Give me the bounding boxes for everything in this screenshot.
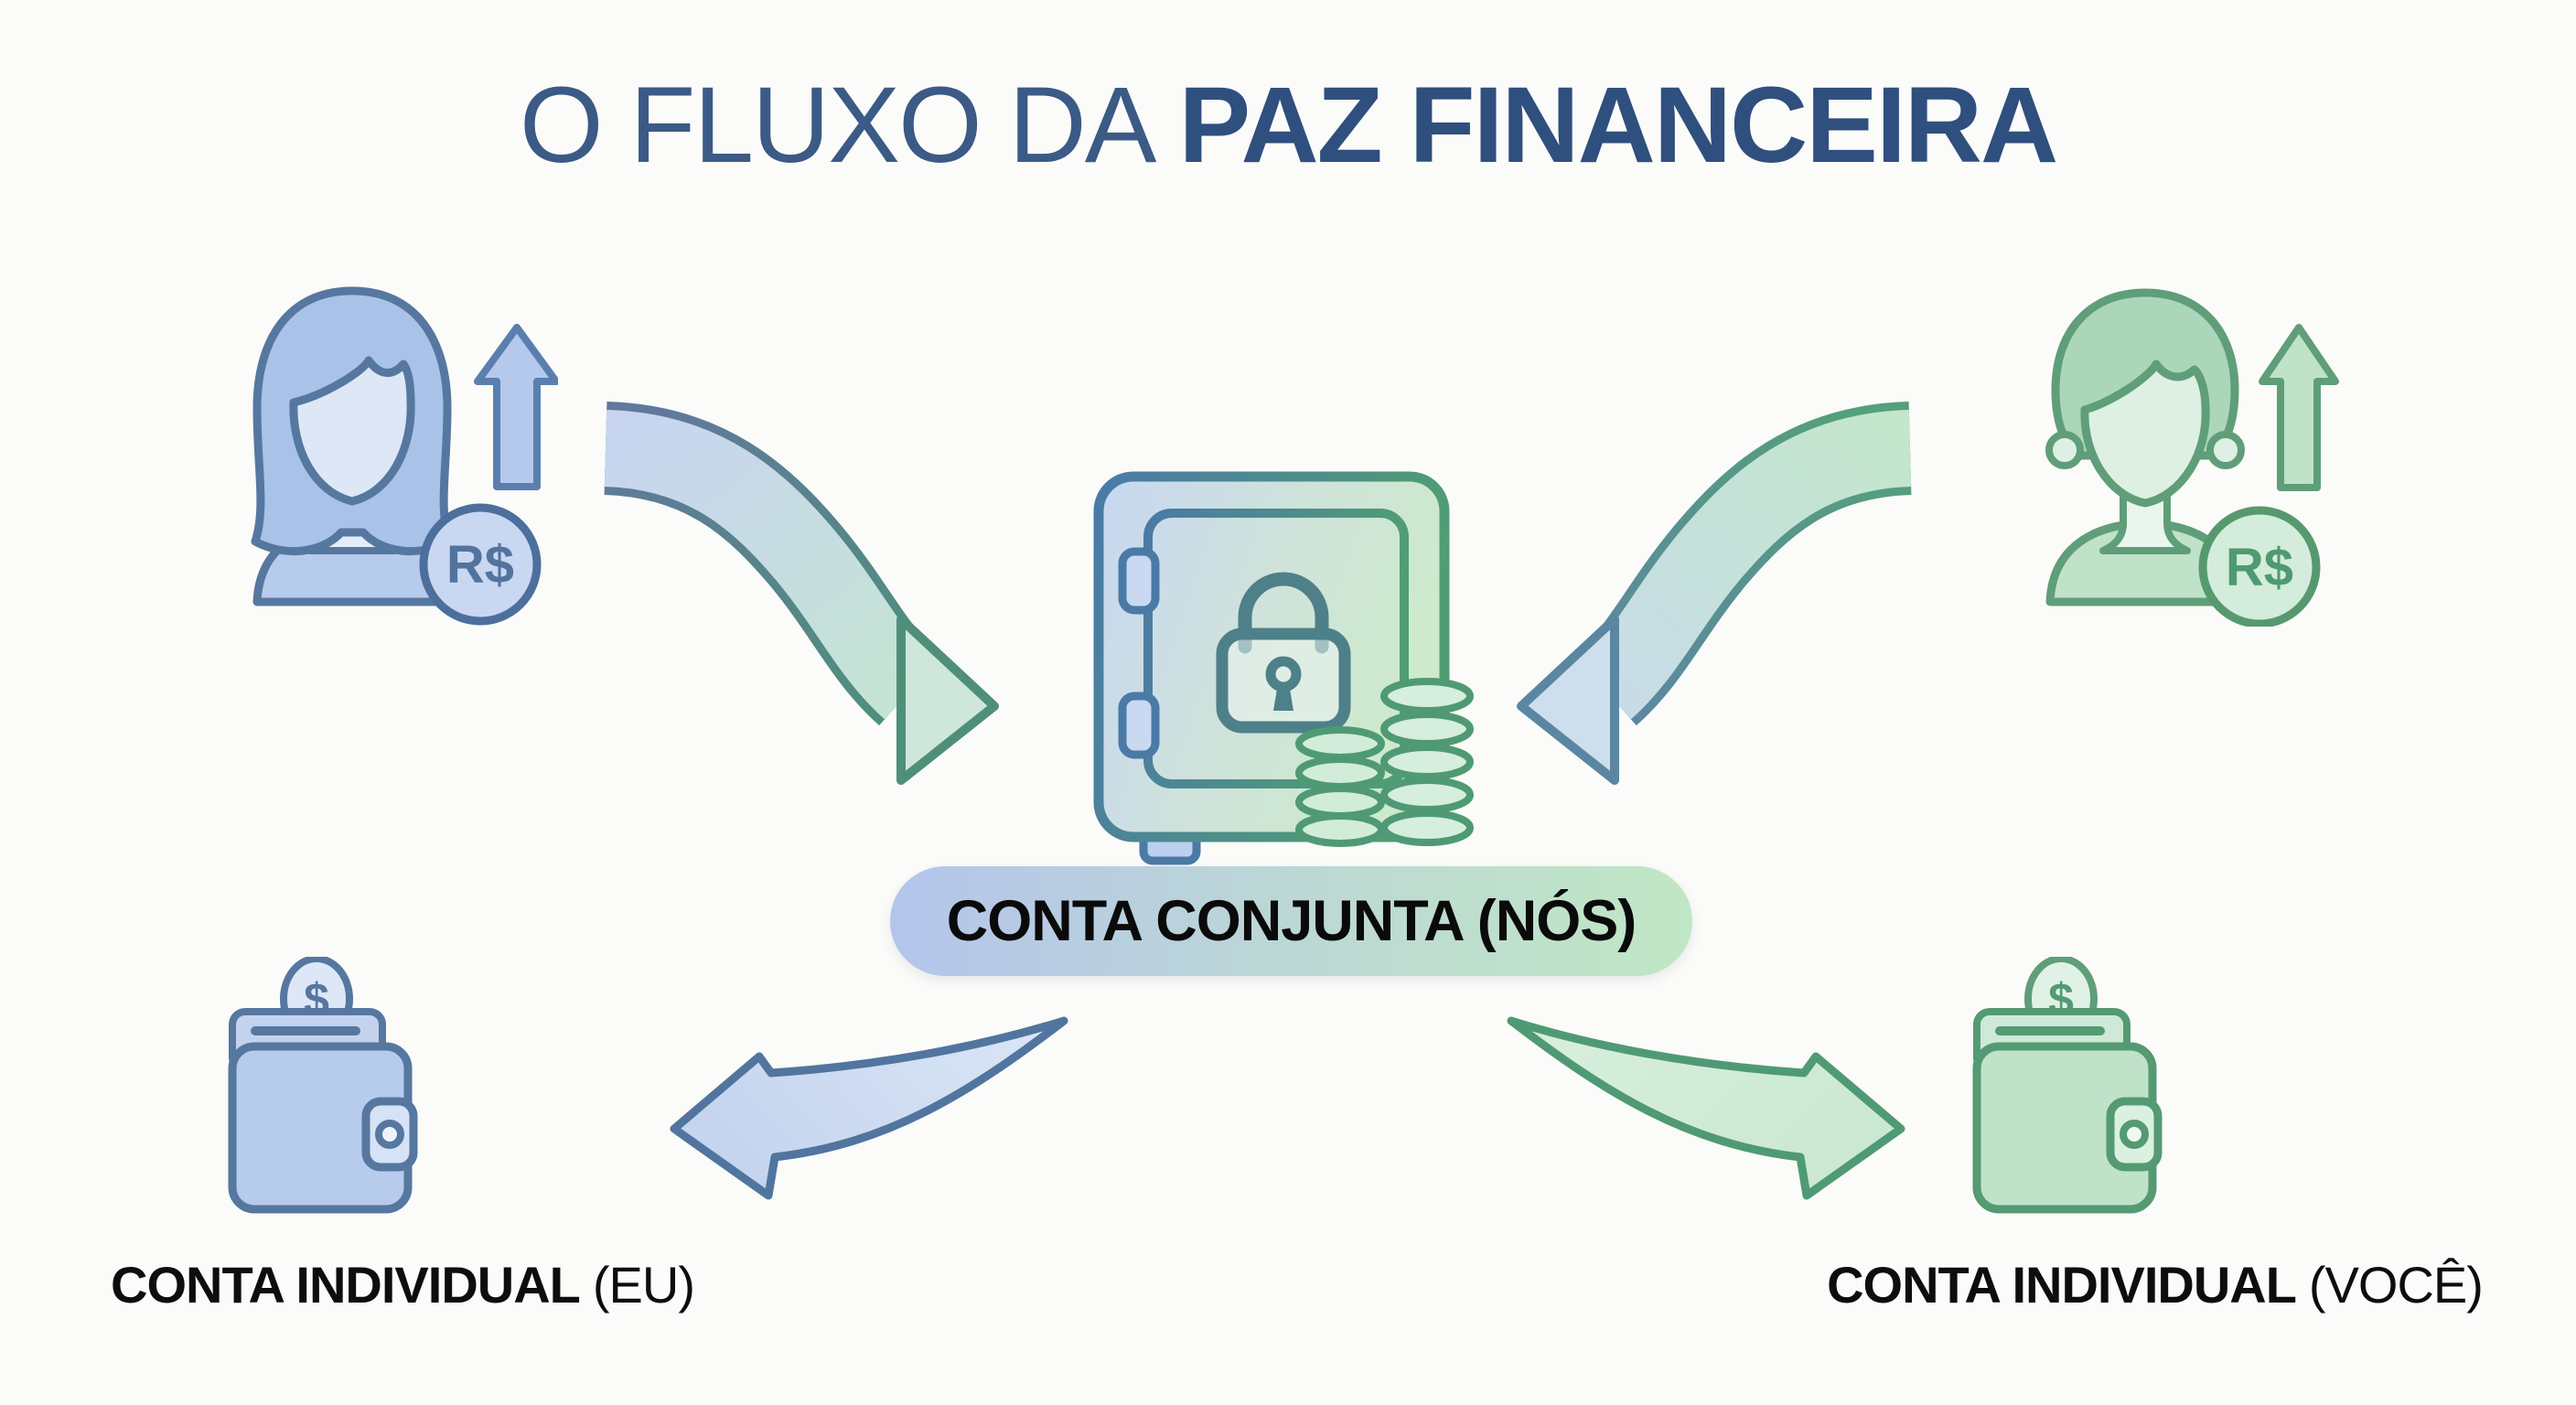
title-bold-part: PAZ FINANCEIRA xyxy=(1178,65,2059,186)
income-up-arrow-icon xyxy=(2259,324,2339,491)
individual-wallet-right-icon: $ xyxy=(1972,957,2163,1214)
arrowhead xyxy=(896,615,999,785)
safe-hinge-bottom xyxy=(1118,692,1160,759)
wife-income-icon: R$ xyxy=(251,286,558,626)
right-account-label: CONTA INDIVIDUAL(VOCÊ) xyxy=(1791,1255,2518,1314)
joint-account-pill: CONTA CONJUNTA (NÓS) xyxy=(890,866,1692,976)
currency-coin-badge: R$ xyxy=(419,503,542,626)
wife-face xyxy=(289,356,415,506)
wallet-clasp-button xyxy=(375,1120,404,1149)
joint-account-label: CONTA CONJUNTA (NÓS) xyxy=(946,889,1637,953)
safe-door xyxy=(1143,509,1409,788)
left-account-label-suffix: (EU) xyxy=(592,1256,695,1314)
title-regular-part: O FLUXO DA xyxy=(519,65,1157,186)
left-account-label-bold: CONTA INDIVIDUAL xyxy=(111,1256,581,1314)
left-account-label: CONTA INDIVIDUAL(EU) xyxy=(55,1255,750,1314)
husband-neck xyxy=(2099,490,2191,554)
husband-income-icon: R$ xyxy=(2045,288,2339,627)
wallet-slot xyxy=(251,1026,360,1035)
currency-badge-text: R$ xyxy=(446,535,514,595)
padlock-icon xyxy=(1216,572,1351,734)
flow-arrow-joint-to-left-wallet-icon xyxy=(670,1016,1068,1200)
flow-arrow-wife-to-joint-icon xyxy=(603,402,999,785)
right-account-label-bold: CONTA INDIVIDUAL xyxy=(1827,1256,2297,1314)
husband-ear-left xyxy=(2045,431,2084,469)
husband-face xyxy=(2080,359,2210,508)
joint-account-safe-icon xyxy=(1093,471,1474,865)
income-up-arrow-icon xyxy=(474,324,558,490)
flow-arrow-joint-to-right-wallet-icon xyxy=(1507,1016,1905,1200)
coin-stack-tall xyxy=(1380,678,1474,846)
coin-stack-short xyxy=(1295,726,1385,847)
safe-hinge-top xyxy=(1118,547,1160,615)
right-account-label-suffix: (VOCÊ) xyxy=(2308,1256,2484,1314)
wallet-slot xyxy=(1995,1026,2105,1035)
husband-ear-right xyxy=(2206,431,2245,469)
arrowhead xyxy=(1517,615,1619,785)
wallet-clasp-button xyxy=(2120,1120,2149,1149)
individual-wallet-left-icon: $ xyxy=(228,957,418,1214)
flow-arrow-husband-to-joint-icon xyxy=(1517,402,1913,785)
currency-badge-text: R$ xyxy=(2226,538,2293,597)
currency-coin-badge: R$ xyxy=(2198,506,2321,627)
